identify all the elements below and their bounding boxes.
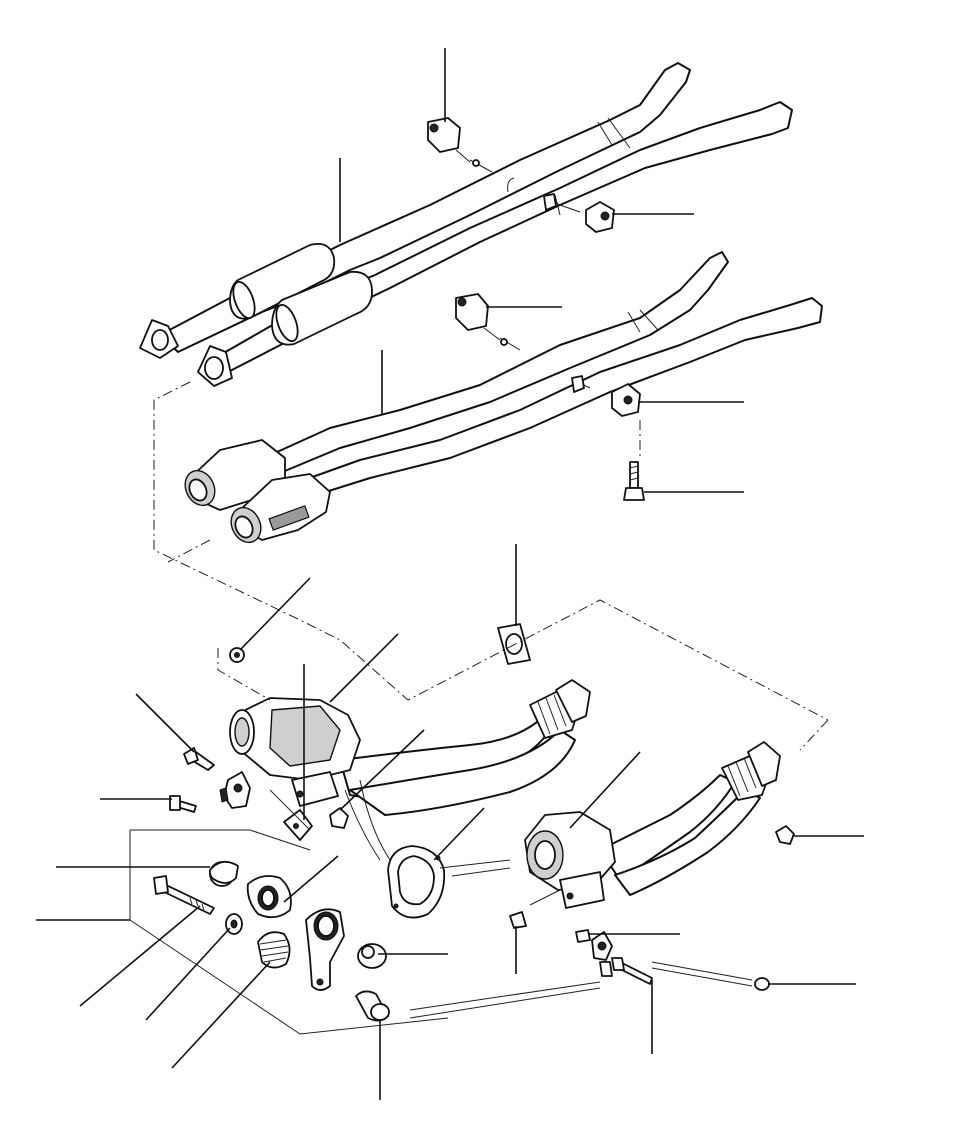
resonator-1 bbox=[229, 243, 336, 320]
upper-hanger-1 bbox=[427, 117, 493, 173]
leader-nut-top bbox=[239, 577, 311, 651]
bracket-plate bbox=[283, 809, 313, 841]
leader-long-bolt bbox=[79, 905, 201, 1007]
leader-front-cat-right bbox=[569, 751, 641, 829]
spring-clip bbox=[509, 911, 527, 929]
leader-nut-center bbox=[339, 729, 425, 811]
upper-hanger-2 bbox=[543, 193, 615, 233]
front-cat-converter-right bbox=[524, 741, 781, 909]
bolt-small-right bbox=[575, 929, 591, 943]
top-hat-washer bbox=[357, 943, 387, 969]
lower-hanger-2 bbox=[571, 375, 641, 417]
rubber-bushing-round bbox=[246, 875, 292, 919]
resonator-2 bbox=[271, 270, 373, 346]
long-bolt bbox=[153, 875, 215, 915]
flat-washer-left bbox=[225, 913, 243, 935]
lower-cat-converter-2 bbox=[230, 473, 331, 544]
leader-spring-bushing bbox=[171, 961, 271, 1069]
hex-bolt-left-upper bbox=[183, 747, 215, 771]
nut-far-right bbox=[754, 977, 770, 991]
hex-nut-top bbox=[229, 647, 245, 663]
leader-bolt-left-upper bbox=[135, 693, 195, 753]
hex-bolt-left-lower bbox=[169, 795, 197, 813]
spring-bushing bbox=[257, 931, 291, 969]
front-cat-converter-left bbox=[229, 679, 591, 816]
assembly-dashed-lines bbox=[153, 381, 829, 751]
sleeve-bushing bbox=[355, 990, 390, 1022]
assembly-outline-lines bbox=[129, 779, 753, 1035]
flange-gasket-triangle bbox=[497, 623, 531, 665]
bolt-long-right bbox=[611, 957, 653, 985]
leader-gasket-round bbox=[433, 807, 485, 861]
hanger-link-plate bbox=[305, 908, 345, 991]
hex-nut-right bbox=[775, 825, 795, 845]
callout-leader-lines bbox=[36, 48, 864, 1100]
hanger-clamp-left bbox=[219, 771, 251, 809]
hex-bolt-right bbox=[623, 461, 645, 501]
hanger-clamp-right bbox=[591, 931, 613, 977]
lower-hanger-1 bbox=[455, 293, 521, 351]
rubber-bushing-cylinder bbox=[209, 860, 239, 887]
hex-nut-center bbox=[329, 807, 349, 829]
upper-exhaust-pipe-assembly bbox=[139, 62, 793, 387]
leader-washer bbox=[145, 927, 231, 1021]
leader-front-cat-left bbox=[329, 633, 399, 703]
flange-gasket-round bbox=[387, 845, 446, 919]
leader-rubber-bushing bbox=[283, 855, 339, 903]
lower-exhaust-pipe-assembly bbox=[184, 251, 823, 544]
